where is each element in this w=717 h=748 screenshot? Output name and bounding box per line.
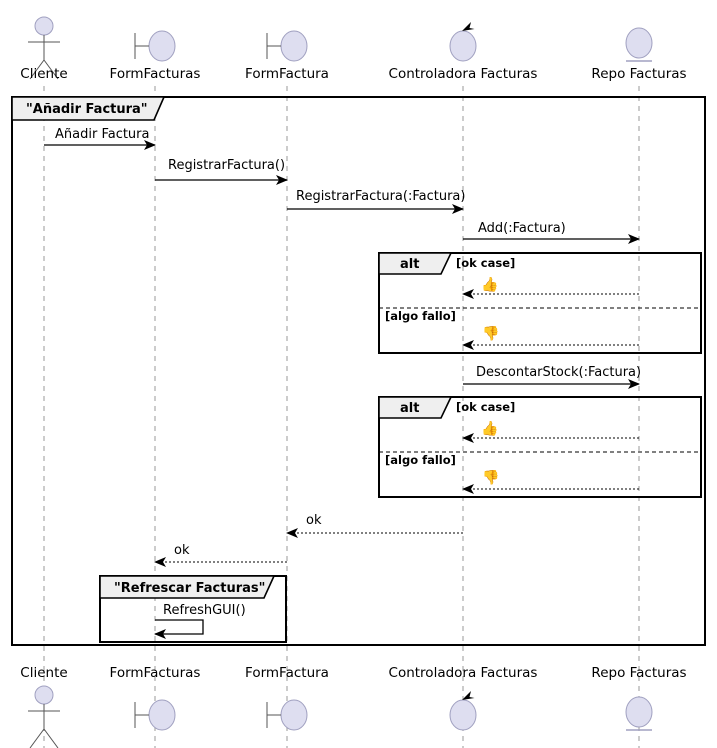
boundary-icon-formfactura-top — [266, 30, 308, 62]
control-arrow — [462, 691, 475, 700]
entity-circle — [625, 696, 653, 728]
control-circle — [449, 699, 477, 731]
entity-icon-repo-bottom — [625, 696, 653, 731]
alt-border-alt-add-factura — [378, 252, 702, 354]
actor-leg-left — [29, 59, 45, 80]
participant-label-bottom-controladora[interactable]: Controladora Facturas — [388, 665, 538, 681]
message-label-m11[interactable]: ok — [174, 543, 190, 558]
boundary-circle — [280, 699, 308, 731]
participant-label-bottom-formfactura[interactable]: FormFactura — [245, 665, 329, 681]
participant-label-cliente[interactable]: Cliente — [20, 66, 68, 82]
boundary-circle — [148, 30, 176, 62]
frame-title-tab-anadir-factura-frame — [11, 96, 166, 121]
boundary-circle — [280, 30, 308, 62]
participant-label-bottom-formfacturas[interactable]: FormFacturas — [109, 665, 201, 681]
actor-leg-right — [43, 728, 59, 748]
message-label-m8[interactable]: 👍 — [481, 421, 499, 437]
actor-head — [34, 16, 54, 36]
frame-border-anadir-factura-frame — [11, 96, 706, 646]
message-label-m10[interactable]: ok — [306, 513, 322, 528]
alt-keyword-alt-descontar-stock: alt — [400, 401, 420, 416]
frame-title-anadir-factura-frame: "Añadir Factura" — [26, 102, 148, 117]
boundary-icon-formfacturas-bottom — [134, 699, 176, 731]
entity-icon-repo-top — [625, 27, 653, 62]
actor-leg-right — [43, 59, 59, 80]
actor-stick-figure-icon-cliente-top — [28, 16, 60, 80]
message-label-m6[interactable]: 👎 — [482, 326, 500, 342]
participant-label-formfacturas[interactable]: FormFacturas — [109, 66, 201, 82]
message-label-m1[interactable]: Añadir Factura — [55, 127, 150, 142]
boundary-circle — [148, 699, 176, 731]
self-message-label-sm1[interactable]: RefreshGUI() — [163, 603, 246, 618]
entity-circle — [625, 27, 653, 59]
self-message-path-sm1 — [154, 619, 204, 639]
message-label-m3[interactable]: RegistrarFactura(:Factura) — [296, 189, 466, 204]
control-icon-controladora-bottom — [449, 691, 477, 731]
boundary-icon-formfacturas-top — [134, 30, 176, 62]
message-label-m2[interactable]: RegistrarFactura() — [168, 158, 286, 173]
control-icon-controladora-top — [449, 22, 477, 62]
alt-guard-alt-add-factura-0: [ok case] — [456, 256, 516, 270]
alt-guard-alt-add-factura-1: [algo fallo] — [385, 309, 456, 323]
participant-label-repo[interactable]: Repo Facturas — [591, 66, 687, 82]
alt-guard-alt-descontar-stock-0: [ok case] — [456, 400, 516, 414]
actor-head — [34, 685, 54, 705]
actor-stick-figure-icon-cliente-bottom — [28, 685, 60, 748]
message-label-m7[interactable]: DescontarStock(:Factura) — [476, 365, 642, 380]
message-label-m4[interactable]: Add(:Factura) — [478, 221, 566, 236]
message-label-m5[interactable]: 👍 — [481, 277, 499, 293]
actor-leg-left — [29, 728, 45, 748]
participant-label-bottom-repo[interactable]: Repo Facturas — [591, 665, 687, 681]
participant-label-controladora[interactable]: Controladora Facturas — [388, 66, 538, 82]
alt-guard-alt-descontar-stock-1: [algo fallo] — [385, 453, 456, 467]
alt-keyword-alt-add-factura: alt — [400, 257, 420, 272]
boundary-icon-formfactura-bottom — [266, 699, 308, 731]
frame-title-refrescar-facturas-frame: "Refrescar Facturas" — [114, 581, 266, 596]
control-circle — [449, 30, 477, 62]
message-label-m9[interactable]: 👎 — [482, 470, 500, 486]
control-arrow — [462, 22, 475, 31]
alt-border-alt-descontar-stock — [378, 396, 702, 498]
alt-keyword-tab-alt-add-factura — [378, 252, 453, 275]
participant-label-formfactura[interactable]: FormFactura — [245, 66, 329, 82]
participant-label-bottom-cliente[interactable]: Cliente — [20, 665, 68, 681]
frame-title-tab-refrescar-facturas-frame — [99, 575, 276, 599]
alt-keyword-tab-alt-descontar-stock — [378, 396, 453, 419]
